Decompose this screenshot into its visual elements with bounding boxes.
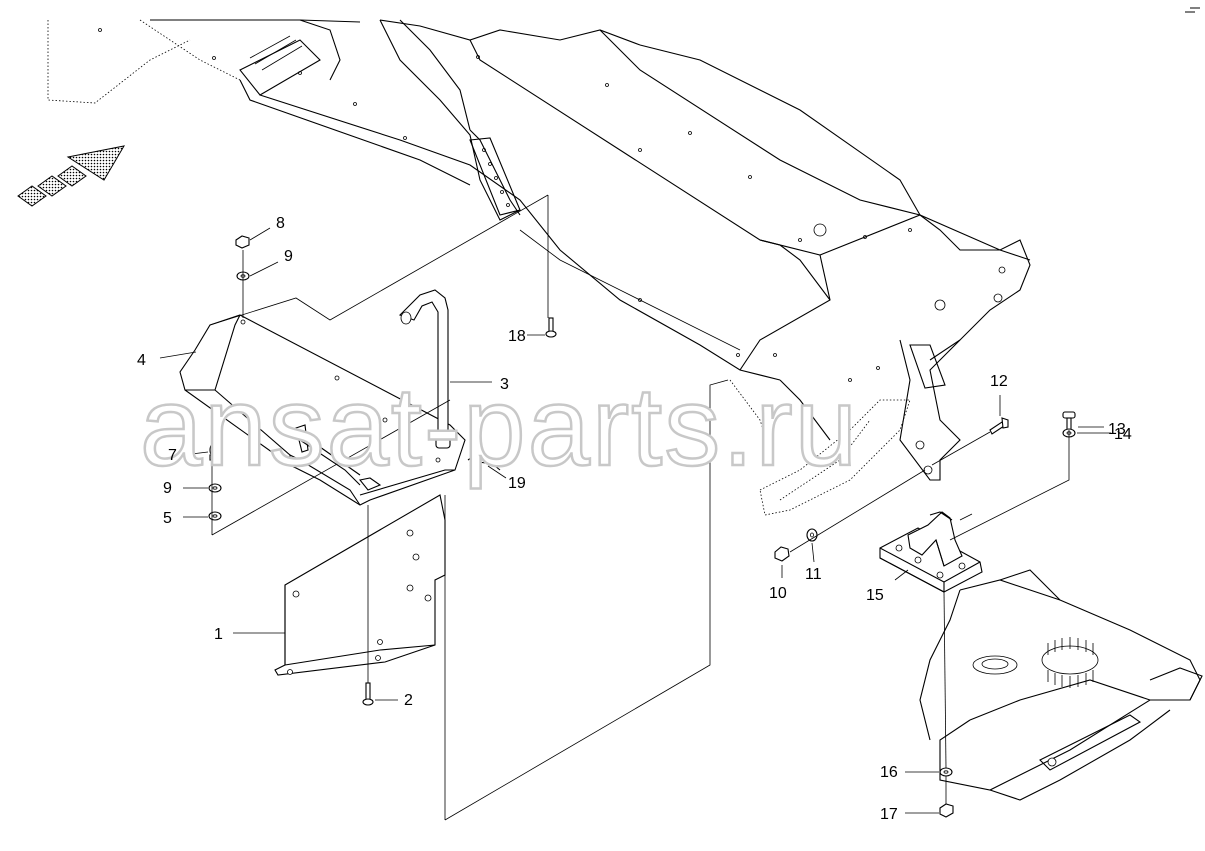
label-19: 19 xyxy=(508,475,526,492)
label-3: 3 xyxy=(500,376,509,393)
frame-outline-top-left xyxy=(47,19,241,104)
label-4: 4 xyxy=(137,352,146,369)
label-14: 14 xyxy=(1114,426,1132,443)
label-17: 17 xyxy=(880,806,898,823)
part-labels: 8 9 4 3 18 7 9 5 19 1 2 12 13 14 10 11 1… xyxy=(137,215,1132,823)
part-19-clip xyxy=(467,454,501,471)
part-1-side-panel xyxy=(274,494,446,676)
label-13: 13 xyxy=(1108,421,1126,438)
turret-base xyxy=(919,569,1203,801)
label-16: 16 xyxy=(880,764,898,781)
direction-arrow-icon xyxy=(17,145,125,207)
label-10: 10 xyxy=(769,585,787,602)
watermark: ansat-parts.ru xyxy=(140,364,859,489)
part-15-bracket xyxy=(879,511,983,593)
label-15: 15 xyxy=(866,587,884,604)
part-4-top-cover xyxy=(179,314,466,506)
label-9-top: 9 xyxy=(284,248,293,265)
label-18: 18 xyxy=(508,328,526,345)
label-12: 12 xyxy=(990,373,1008,390)
boom-structure xyxy=(98,7,1200,481)
part-3-tube xyxy=(398,289,451,449)
label-11: 11 xyxy=(805,566,822,583)
leader-lines xyxy=(159,194,1111,821)
label-5: 5 xyxy=(163,510,172,527)
label-2: 2 xyxy=(404,692,413,709)
label-7: 7 xyxy=(168,447,177,464)
fasteners xyxy=(208,235,1076,818)
label-1: 1 xyxy=(214,626,223,643)
label-8: 8 xyxy=(276,215,285,232)
label-9-bottom: 9 xyxy=(163,480,172,497)
dotted-bracket-section xyxy=(729,379,911,516)
